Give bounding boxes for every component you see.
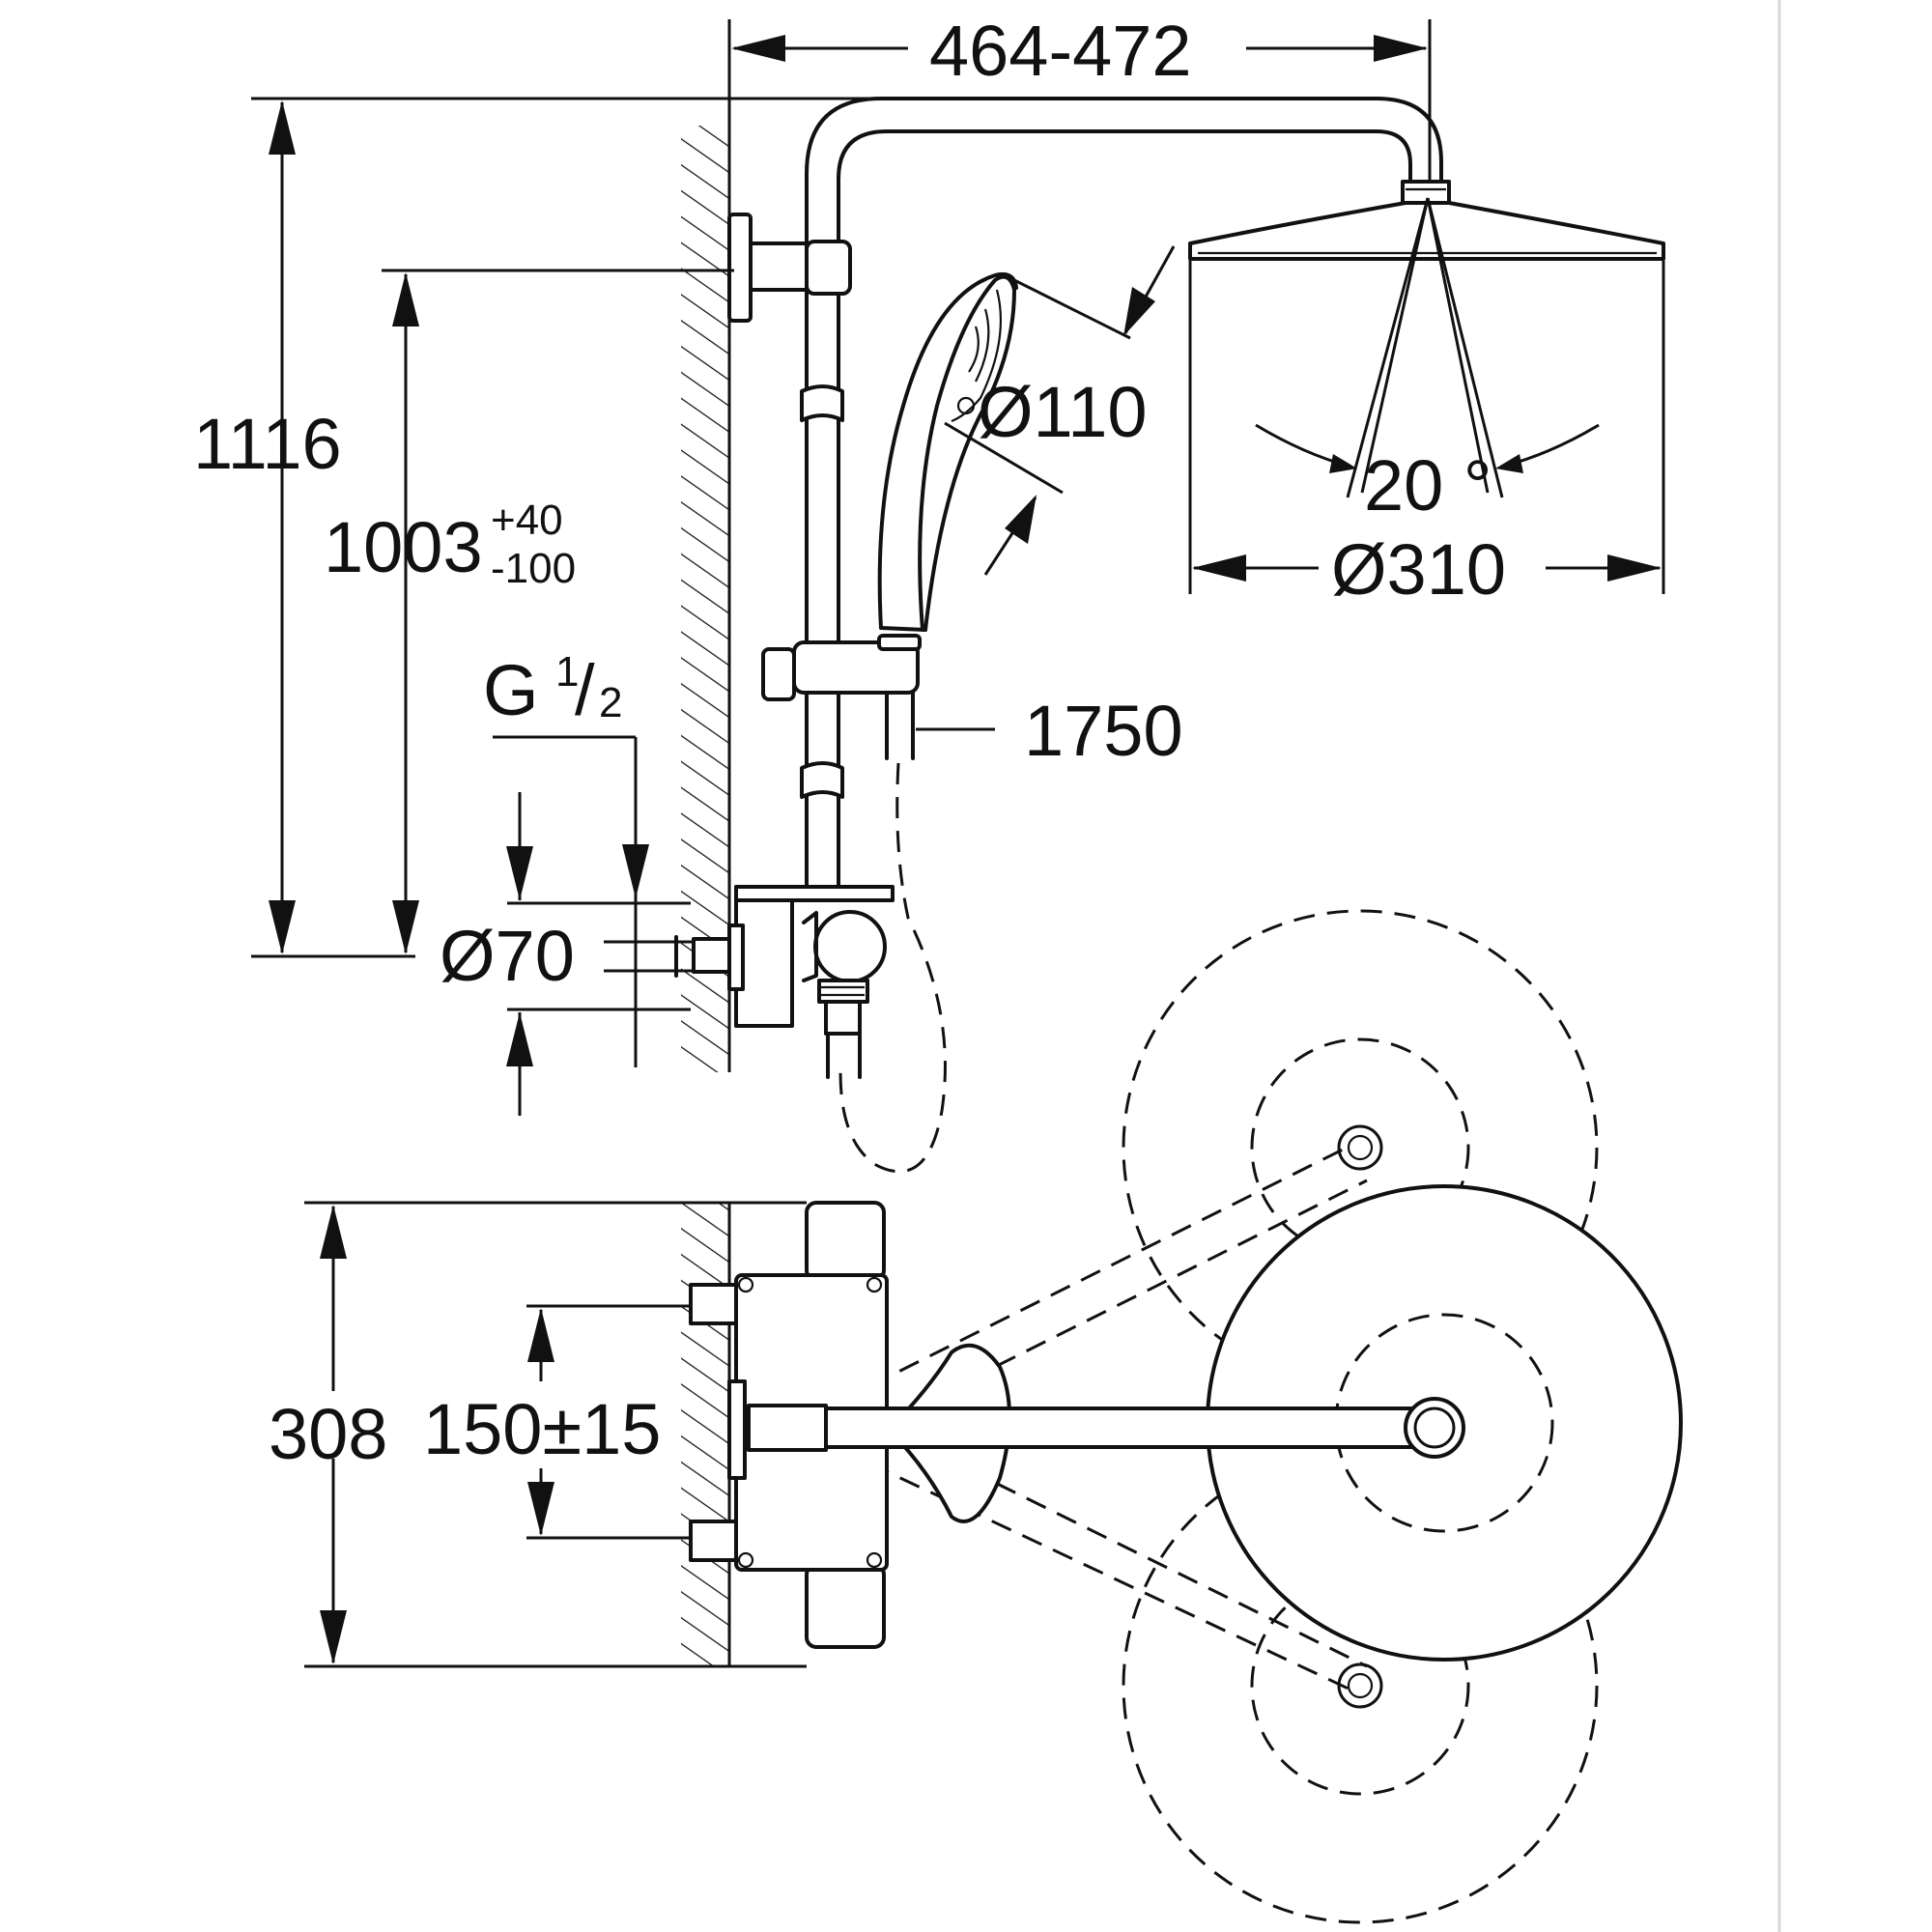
- head-shower: [1188, 180, 1665, 261]
- angle-ray-left-outer: [1346, 197, 1430, 498]
- arm-swing-line-top: [868, 1143, 1353, 1388]
- front-view: 20 ° Ø310 464-472: [193, 11, 1665, 1174]
- wall-bracket-arm: [749, 242, 809, 292]
- riser-pipe-inner: [837, 129, 1412, 900]
- arm-projection-label: 464-472: [929, 11, 1192, 91]
- arm-swing-line-bottom-2: [965, 1466, 1368, 1668]
- holder-clip: [761, 647, 796, 701]
- wall-bracket-clamp: [805, 240, 852, 296]
- thermostat-cap-bottom: [805, 1563, 886, 1649]
- riser-pipe: [805, 97, 1443, 900]
- hand-shower-holder: [761, 634, 922, 760]
- headshower-angle-label: 20 °: [1364, 445, 1492, 526]
- thermostat-cap-top: [805, 1201, 886, 1282]
- inlet-top: [689, 1283, 738, 1325]
- wall-depth-label: 308: [269, 1394, 387, 1474]
- outlet-connector: [817, 979, 869, 1004]
- thermostat-shelf: [734, 885, 895, 902]
- angle-ray-right-inner: [1426, 197, 1490, 494]
- hand-shower-face: [951, 289, 1002, 423]
- riser-break-lower: [800, 761, 844, 799]
- angle-ray-left-inner: [1360, 197, 1430, 494]
- g-thread-slash: /: [575, 650, 595, 730]
- thermostat-front: [674, 885, 895, 1079]
- handshower-swing-outer-top: [1122, 909, 1599, 1386]
- rail-height-plus-tolerance: +40: [491, 497, 563, 544]
- thermostat-body-front: [734, 898, 794, 1028]
- wall-bracket-plate: [727, 213, 753, 323]
- thermostat-wall-plate: [727, 923, 745, 991]
- inlet-spacing-label: 150±15: [423, 1389, 661, 1469]
- hand-shower-body: [918, 274, 1016, 632]
- wall-hatching-bottom: [681, 1203, 729, 1666]
- holder-tip: [877, 634, 922, 651]
- handshower-diameter-label: Ø110: [978, 372, 1148, 452]
- shower-hose: [838, 762, 947, 1174]
- inlet-bottom: [689, 1520, 738, 1562]
- shower-arm-top: [810, 1406, 1449, 1449]
- rail-height-label: 1003: [324, 507, 483, 587]
- angle-ray-right-outer: [1426, 197, 1504, 498]
- escutcheon-diameter-label: Ø70: [440, 916, 575, 996]
- g-thread-denominator: 2: [599, 679, 622, 726]
- hand-diameter-extension-top: [1013, 278, 1131, 340]
- wall-hatching-top: [681, 126, 729, 1072]
- thermostat-knob: [813, 910, 887, 983]
- headshower-diameter-label: Ø310: [1331, 529, 1506, 610]
- riser-break-upper: [800, 384, 844, 422]
- hose-length-label: 1750: [1024, 691, 1183, 771]
- arm-swing-line-top-2: [965, 1179, 1368, 1383]
- handshower-swing-outer-bottom: [1122, 1447, 1599, 1924]
- thermostat-center-plate: [727, 1379, 747, 1480]
- arm-swing-line-bottom: [868, 1462, 1353, 1692]
- total-height-label: 1116: [193, 404, 342, 484]
- holder-body: [792, 640, 920, 695]
- g-thread-letter: G: [483, 650, 539, 730]
- g-thread-numerator: 1: [555, 648, 579, 696]
- top-view: 308 150±15: [269, 909, 1683, 1924]
- hand-shower-outline: [877, 271, 1018, 630]
- hand-diameter-extension-bottom: [944, 421, 1064, 495]
- hand-shower: [877, 271, 1018, 632]
- head-shower-body: [1188, 201, 1665, 261]
- rail-height-minus-tolerance: -100: [491, 545, 576, 592]
- arm-base: [747, 1404, 828, 1452]
